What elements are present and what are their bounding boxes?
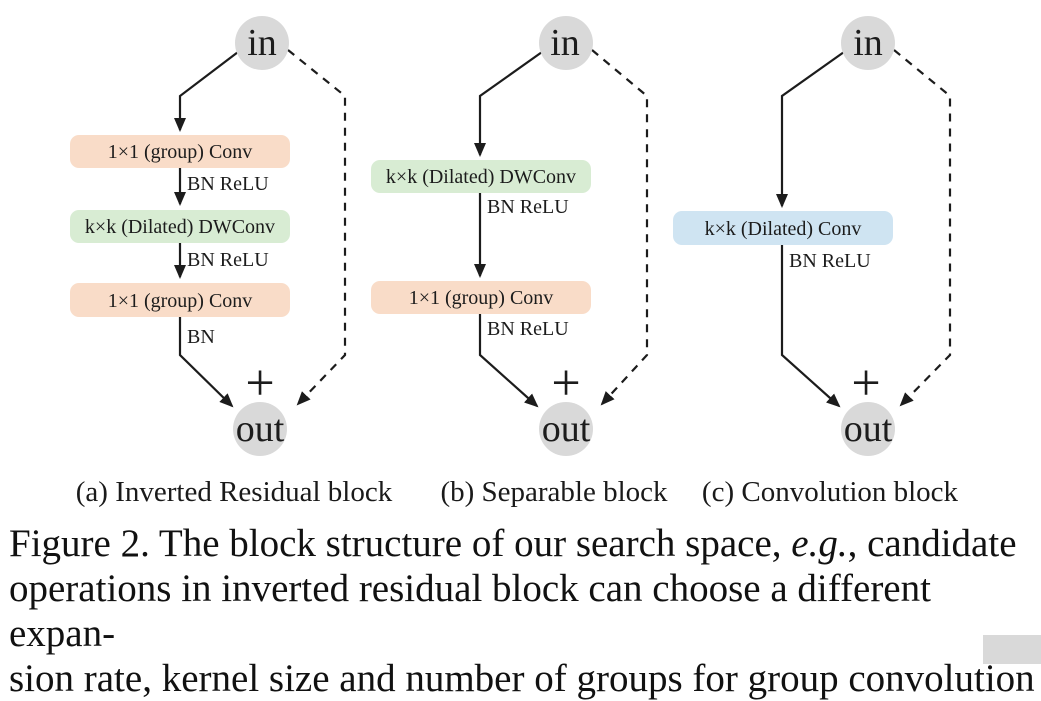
out-label: out (844, 408, 893, 450)
norm-label-1: BN ReLU (789, 250, 871, 272)
norm-label-2: BN ReLU (187, 249, 269, 271)
edge-layer2-to-out (478, 314, 539, 408)
layer-label-conv: k×k (Dilated) Conv (705, 218, 862, 240)
caption-line-3: sion rate, kernel size and number of gro… (9, 657, 1035, 700)
layer-box-conv2 (70, 283, 290, 317)
figure: in 1×1 (group) Conv BN ReLU k×k (Dilated… (9, 16, 1041, 700)
layer-box-conv (673, 211, 893, 245)
in-node (235, 16, 289, 70)
layer-box-conv1 (70, 135, 290, 168)
layer-label-conv: 1×1 (group) Conv (409, 287, 554, 309)
caption-line-2: operations in inverted residual block ca… (9, 567, 931, 655)
caption-italic-eg: e.g. (791, 522, 848, 565)
residual-skip-connection (591, 49, 649, 406)
in-label: in (247, 22, 277, 64)
edge-layer3-to-out (178, 317, 234, 408)
layer-box-dwconv (371, 160, 591, 193)
caption-text: , candidate (847, 522, 1017, 565)
layer-box-dwconv (70, 210, 290, 243)
in-label: in (550, 22, 580, 64)
figure-caption: Figure 2. The block structure of our sea… (9, 521, 1035, 701)
norm-label-1: BN ReLU (187, 173, 269, 195)
norm-label-1: BN ReLU (487, 196, 569, 218)
norm-label-2: BN ReLU (487, 318, 569, 340)
out-node (539, 402, 593, 456)
subcaption-a: (a) Inverted Residual block (75, 476, 393, 508)
caption-text: Figure 2. The block structure of our sea… (9, 522, 792, 565)
edge-in-to-layer1 (174, 51, 239, 132)
diagram-convolution: in k×k (Dilated) Conv BN ReLU + out (673, 16, 952, 456)
layer-label-conv2: 1×1 (group) Conv (108, 290, 253, 312)
residual-skip-connection (287, 49, 347, 406)
edge-in-to-layer1 (474, 51, 543, 157)
diagram-separable: in k×k (Dilated) DWConv BN ReLU 1×1 (gro… (371, 16, 649, 456)
residual-skip-connection (893, 49, 952, 407)
layer-box-conv (371, 281, 591, 314)
out-label: out (236, 408, 285, 450)
out-node (841, 402, 895, 456)
in-node (539, 16, 593, 70)
render-artifact (983, 635, 1041, 664)
edge-layer1-to-out (780, 245, 841, 408)
norm-label-3: BN (187, 326, 215, 348)
layer-label-dwconv: k×k (Dilated) DWConv (85, 216, 275, 238)
subcaption-b: (b) Separable block (440, 476, 668, 508)
in-node (841, 16, 895, 70)
caption-line-1: Figure 2. The block structure of our sea… (9, 521, 1035, 566)
edge-in-to-layer1 (776, 51, 845, 208)
out-label: out (542, 408, 591, 450)
subcaption-c: (c) Convolution block (701, 476, 959, 508)
in-label: in (853, 22, 883, 64)
layer-label-dwconv: k×k (Dilated) DWConv (386, 166, 576, 188)
diagram-inverted-residual: in 1×1 (group) Conv BN ReLU k×k (Dilated… (70, 16, 347, 456)
layer-label-conv1: 1×1 (group) Conv (108, 141, 253, 163)
out-node (233, 402, 287, 456)
block-diagrams: in 1×1 (group) Conv BN ReLU k×k (Dilated… (70, 16, 952, 456)
